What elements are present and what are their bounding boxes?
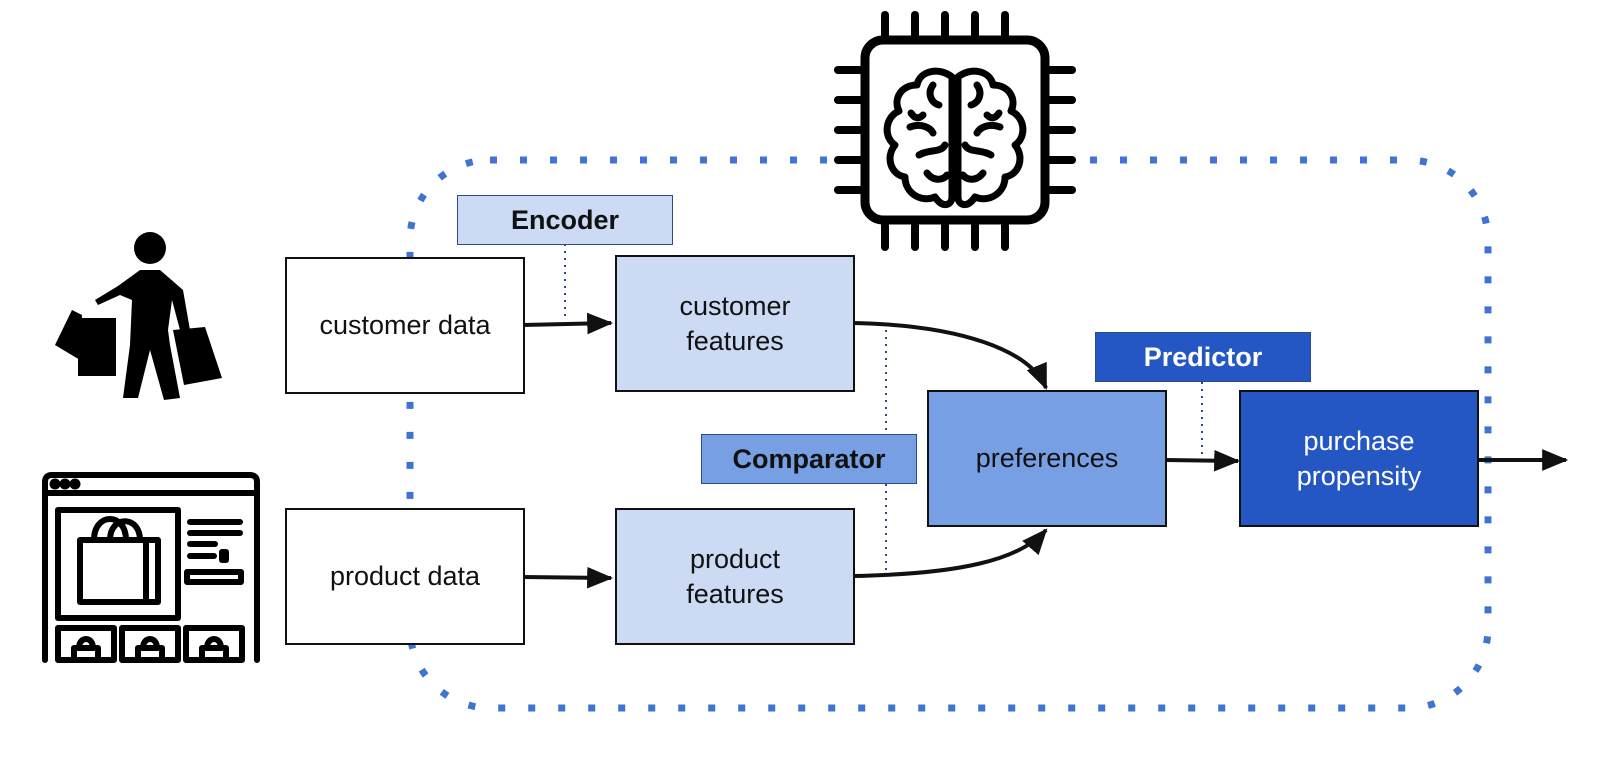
preferences-label: preferences xyxy=(975,443,1119,473)
customer-features-label: customer features xyxy=(679,290,791,356)
shopper-with-bags-icon xyxy=(55,232,222,400)
arrow-customer-features-to-preferences xyxy=(852,321,1048,390)
purchase-propensity-box: purchase propensity xyxy=(1239,390,1479,527)
encoder-stage-label: Encoder xyxy=(457,195,673,245)
product-features-box: product features xyxy=(615,508,855,645)
arrow-product-data-to-features xyxy=(522,566,614,589)
preferences-box: preferences xyxy=(927,390,1167,527)
product-features-label: product features xyxy=(686,543,784,609)
arrow-customer-data-to-features xyxy=(522,312,614,335)
arrow-product-features-to-preferences xyxy=(852,528,1048,578)
product-data-box: product data xyxy=(285,508,525,645)
comparator-text: Comparator xyxy=(732,443,886,474)
online-store-icon xyxy=(42,472,260,663)
comparator-stage-label: Comparator xyxy=(701,434,917,484)
model-boundary xyxy=(406,156,1492,712)
arrow-preferences-to-propensity xyxy=(1164,449,1241,472)
predictor-text: Predictor xyxy=(1143,341,1263,372)
product-data-label: product data xyxy=(329,561,481,591)
predictor-stage-label: Predictor xyxy=(1095,332,1311,382)
purchase-propensity-label: purchase propensity xyxy=(1296,425,1422,491)
customer-data-label: customer data xyxy=(319,310,491,340)
customer-data-box: customer data xyxy=(285,257,525,394)
ai-brain-chip-icon xyxy=(834,11,1076,251)
customer-features-box: customer features xyxy=(615,255,855,392)
encoder-text: Encoder xyxy=(510,204,620,235)
